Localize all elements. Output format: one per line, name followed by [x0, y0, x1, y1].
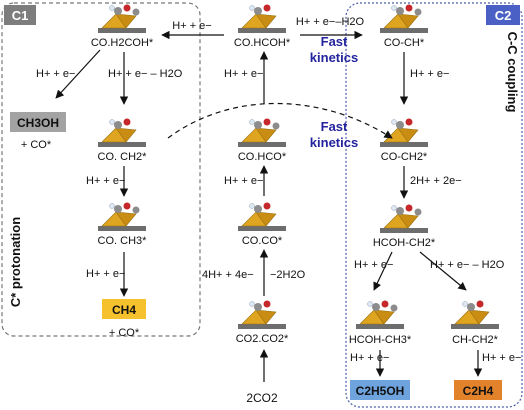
- species-hcoh-ch2: HCOH-CH2*: [373, 237, 436, 249]
- catalyst-cluster-icon: [380, 118, 428, 147]
- product-c2h4-label: C2H4: [463, 384, 494, 398]
- fast-kinetics-top-2: kinetics: [310, 50, 358, 65]
- step-c2-top: H+ + e−–H2O: [296, 16, 365, 28]
- product-c2h4: C2H4: [454, 380, 502, 400]
- co-release-ch3oh: + CO*: [21, 139, 52, 151]
- step-c1-dehydration: H+ + e− – H2O: [108, 68, 183, 80]
- catalyst-cluster-icon: [356, 300, 404, 329]
- species-co-h2coh: CO.H2COH*: [91, 37, 154, 49]
- step-coch2-to-hcoh: 2H+ + 2e−: [410, 175, 462, 187]
- species-ch-ch2: CH-CH2*: [452, 334, 499, 346]
- reaction-arrows: [55, 30, 483, 382]
- catalyst-cluster-icon: [238, 4, 286, 33]
- c2-tag-label: C2: [495, 8, 512, 23]
- product-ch3oh: CH3OH: [10, 112, 66, 132]
- species-co-ch: CO-CH*: [384, 37, 425, 49]
- step-to-ch3oh: H+ + e−: [36, 68, 75, 80]
- fast-kinetics-top-1: Fast: [321, 34, 348, 49]
- catalyst-cluster-icon: [98, 118, 146, 147]
- species-co-ch2-c2: CO-CH2*: [381, 151, 428, 163]
- fast-kinetics-mid-2: kinetics: [310, 135, 358, 150]
- step-coch-to-coch2: H+ + e−: [410, 68, 449, 80]
- c1-region: [1, 2, 201, 337]
- species-co2-co2: CO2.CO2*: [236, 333, 289, 345]
- catalyst-cluster-icon: [451, 300, 499, 329]
- species-co-ch3: CO. CH3*: [98, 235, 148, 247]
- fast-kinetics-mid-1: Fast: [321, 119, 348, 134]
- species-co-hco: CO.HCO*: [238, 151, 287, 163]
- c2-tag-icon: C2: [486, 5, 520, 25]
- product-ch3oh-label: CH3OH: [17, 116, 59, 130]
- catalyst-cluster-icon: [238, 300, 286, 329]
- step-to-hcoh-ch3: H+ + e−: [354, 259, 393, 271]
- step-to-c2h4: H+ + e−: [482, 352, 521, 364]
- product-c2h5oh-label: C2H5OH: [356, 384, 405, 398]
- co-release-ch4: + CO*: [109, 327, 140, 339]
- step-coco-to-hco: H+ + e−: [224, 175, 263, 187]
- species-start-2co2: 2CO2: [246, 391, 278, 405]
- step-ch2-to-ch3: H+ + e−: [86, 175, 125, 187]
- catalyst-cluster-icon: [380, 204, 428, 233]
- c1-tag-label: C1: [12, 8, 29, 23]
- c1-tag-icon: C1: [4, 5, 36, 25]
- species-co-hcoh: CO.HCOH*: [234, 37, 291, 49]
- step-c1-top: H+ + e−: [172, 20, 211, 32]
- c2-side-label: C-C coupling: [505, 32, 520, 113]
- catalyst-cluster-icon: [238, 202, 286, 231]
- species-hcoh-ch3: HCOH-CH3*: [349, 334, 412, 346]
- product-ch4: CH4: [102, 299, 146, 319]
- species-co-co: CO.CO*: [242, 235, 283, 247]
- step-co2-to-coco-a: 4H+ + 4e−: [202, 269, 254, 281]
- c2-region: [345, 2, 523, 408]
- step-co2-to-coco-b: −2H2O: [270, 269, 306, 281]
- step-ch3-to-ch4: H+ + e−: [86, 268, 125, 280]
- c1-side-label: C* protonation: [8, 217, 23, 307]
- step-to-ch-ch2: H+ + e− – H2O: [430, 259, 505, 271]
- step-hco-to-hcoh: H+ + e−: [224, 68, 263, 80]
- catalyst-cluster-icon: [98, 202, 146, 231]
- product-c2h5oh: C2H5OH: [350, 380, 410, 400]
- catalyst-cluster-icon: [238, 118, 286, 147]
- species-co-ch2-c1: CO. CH2*: [98, 151, 148, 163]
- catalyst-cluster-icon: [98, 4, 146, 33]
- step-to-c2h5oh: H+ + e−: [350, 352, 389, 364]
- catalyst-cluster-icon: [380, 4, 428, 33]
- product-ch4-label: CH4: [112, 303, 136, 317]
